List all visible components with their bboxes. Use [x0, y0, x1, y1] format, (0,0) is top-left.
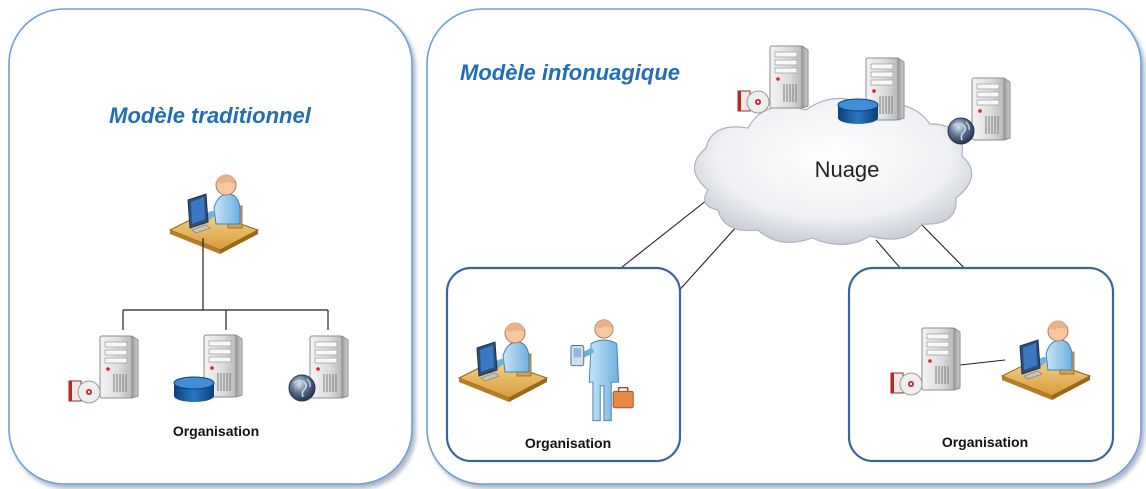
right-organisation-box	[847, 266, 1115, 463]
traditional-model-title: Modèle traditionnel	[109, 103, 312, 128]
cd-icon	[68, 380, 101, 404]
right-org-label: Organisation	[942, 434, 1028, 450]
left-org-label: Organisation	[525, 435, 611, 451]
left-organisation-box	[445, 266, 682, 463]
server-icon	[769, 45, 809, 109]
cloud-shape	[693, 97, 973, 246]
traditional-org-label: Organisation	[173, 423, 259, 439]
globe-icon	[288, 374, 316, 402]
server-icon	[971, 77, 1011, 141]
cloud-label: Nuage	[815, 157, 880, 182]
database-icon	[173, 376, 215, 403]
server-icon	[99, 335, 139, 399]
server-icon	[921, 327, 961, 391]
server-icon	[309, 335, 349, 399]
traditional-connector-lines	[122, 238, 329, 330]
globe-icon	[947, 117, 975, 145]
cd-icon	[737, 90, 770, 114]
database-icon	[837, 98, 879, 125]
cd-icon	[890, 372, 923, 396]
cloud-model-title: Modèle infonuagique	[460, 60, 680, 85]
server-user-link	[959, 359, 1006, 366]
